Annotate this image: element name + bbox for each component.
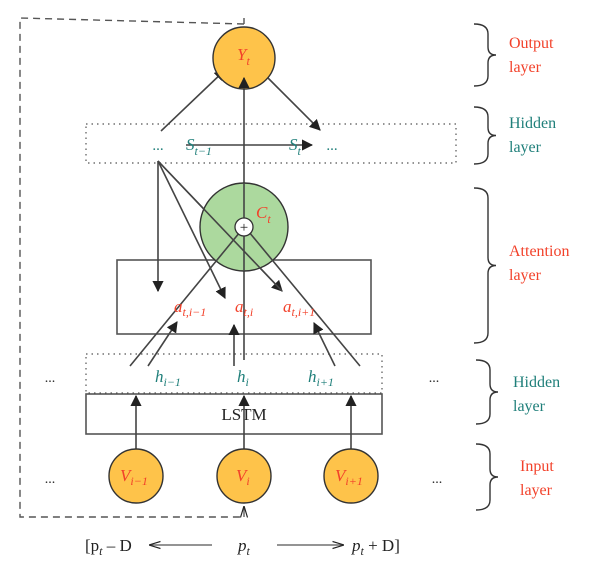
svg-text:layer: layer (513, 398, 546, 415)
window-left: [pt – D (85, 536, 132, 558)
lstm-box (85, 393, 383, 435)
output-label: Yt (237, 45, 250, 68)
window-center: pt (237, 536, 251, 558)
h-to-a-arrow-1 (147, 321, 178, 367)
h-to-a-arrow-3 (313, 321, 336, 367)
layer-label-hidden-decoder: Hidden layer (509, 115, 556, 156)
encoder-dots-right: ... (429, 371, 440, 386)
decoder-to-attention-arrow-2 (157, 160, 226, 300)
layer-label-output: Output layer (509, 35, 554, 76)
encoder-hidden-box (85, 353, 383, 394)
input-node-2 (216, 448, 272, 504)
encoder-to-context-line-left (129, 231, 241, 367)
brace-4 (475, 443, 499, 511)
input-label-1: Vi−1 (120, 466, 148, 488)
encoder-dots-left: ... (45, 371, 56, 386)
brace-3 (475, 359, 499, 425)
encoder-to-context-line-right (248, 231, 361, 367)
hidden-state-1: hi−1 (155, 367, 181, 389)
decoder-dots-right: ... (326, 138, 337, 154)
svg-text:layer: layer (509, 267, 542, 284)
layer-label-input: Input layer (520, 458, 554, 499)
svg-text:layer: layer (509, 139, 542, 156)
input-dots-left: ... (45, 472, 56, 487)
attention-weight-3: at,i+1 (283, 297, 315, 319)
context-label: Ct (256, 203, 271, 226)
svg-text:Hidden: Hidden (513, 374, 560, 391)
brace-1 (473, 106, 497, 165)
decoder-state-curr: St (289, 135, 302, 158)
attention-weight-2: at,i (235, 297, 253, 319)
attention-weight-1: at,i−1 (174, 297, 206, 319)
svg-text:layer: layer (520, 482, 553, 499)
sum-operator-symbol: + (240, 220, 248, 236)
input-dots-right: ... (432, 472, 443, 487)
input-label-2: Vi (236, 466, 250, 488)
dots-to-output-arrow (160, 69, 226, 132)
svg-text:Input: Input (520, 458, 554, 475)
decoder-state-prev: St−1 (186, 135, 212, 158)
svg-text:layer: layer (509, 59, 542, 76)
decoder-hidden-box (85, 123, 457, 164)
decoder-dots-left: ... (152, 138, 163, 154)
input-label-3: Vi+1 (335, 466, 363, 488)
brace-2 (473, 187, 497, 344)
svg-text:Hidden: Hidden (509, 115, 556, 132)
sum-operator (234, 217, 254, 237)
feedback-loop (19, 17, 245, 518)
input-node-1 (108, 448, 164, 504)
hidden-state-2: hi (237, 367, 249, 389)
brace-0 (473, 23, 497, 87)
hidden-state-3: hi+1 (308, 367, 334, 389)
layer-label-hidden-encoder: Hidden layer (513, 374, 560, 415)
window-right: pt + D] (351, 536, 400, 558)
svg-text:Output: Output (509, 35, 554, 52)
input-node-3 (323, 448, 379, 504)
svg-text:Attention: Attention (509, 243, 569, 260)
layer-label-attention: Attention layer (509, 243, 569, 284)
